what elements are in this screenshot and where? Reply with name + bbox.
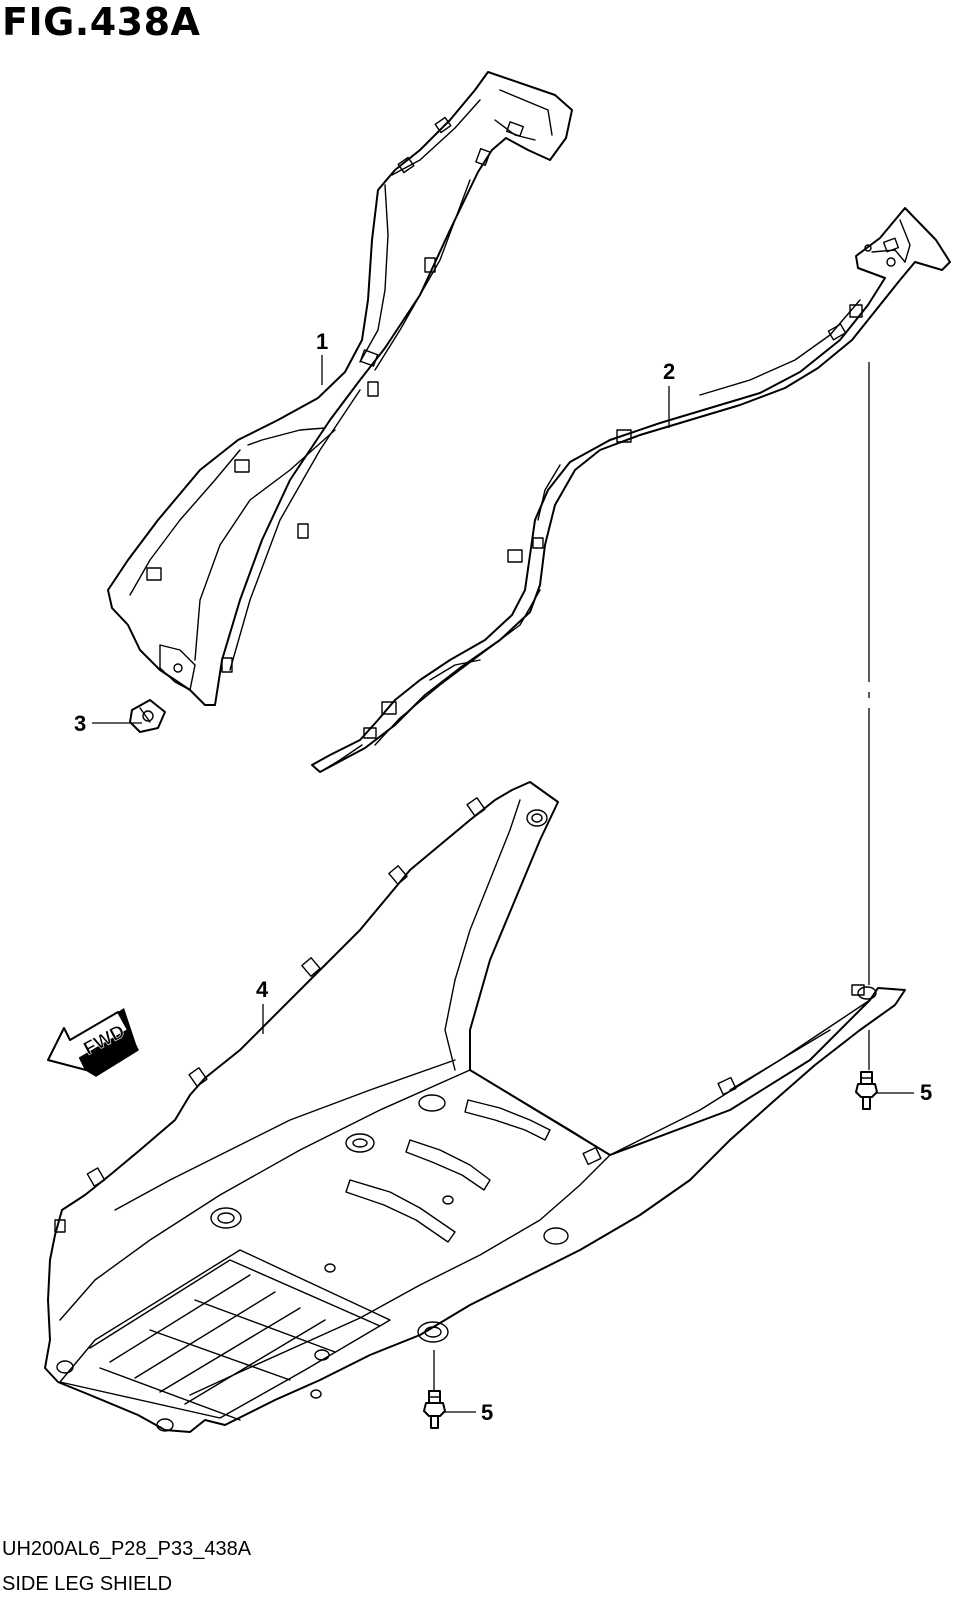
part-4-floor-panel[interactable] bbox=[44, 781, 906, 1433]
part-1-brace[interactable] bbox=[107, 71, 573, 706]
callout-5-bottom: 5 bbox=[481, 1400, 493, 1425]
figure-name: SIDE LEG SHIELD bbox=[2, 1573, 173, 1595]
drawing-code: UH200AL6_P28_P33_438A bbox=[2, 1538, 252, 1560]
callout-5-right: 5 bbox=[920, 1080, 932, 1105]
figure-title: FIG.438A bbox=[2, 0, 201, 44]
part-5-screw-right[interactable] bbox=[855, 1071, 878, 1110]
callout-4: 4 bbox=[256, 977, 269, 1002]
part-3-clip-nut[interactable] bbox=[129, 699, 166, 733]
part-2-brace[interactable] bbox=[311, 207, 951, 773]
callout-3: 3 bbox=[74, 711, 86, 736]
fwd-arrow-icon: FWD bbox=[47, 1008, 139, 1077]
part-5-screw-bottom[interactable] bbox=[423, 1390, 446, 1429]
callout-2: 2 bbox=[663, 359, 675, 384]
callout-1: 1 bbox=[316, 329, 328, 354]
